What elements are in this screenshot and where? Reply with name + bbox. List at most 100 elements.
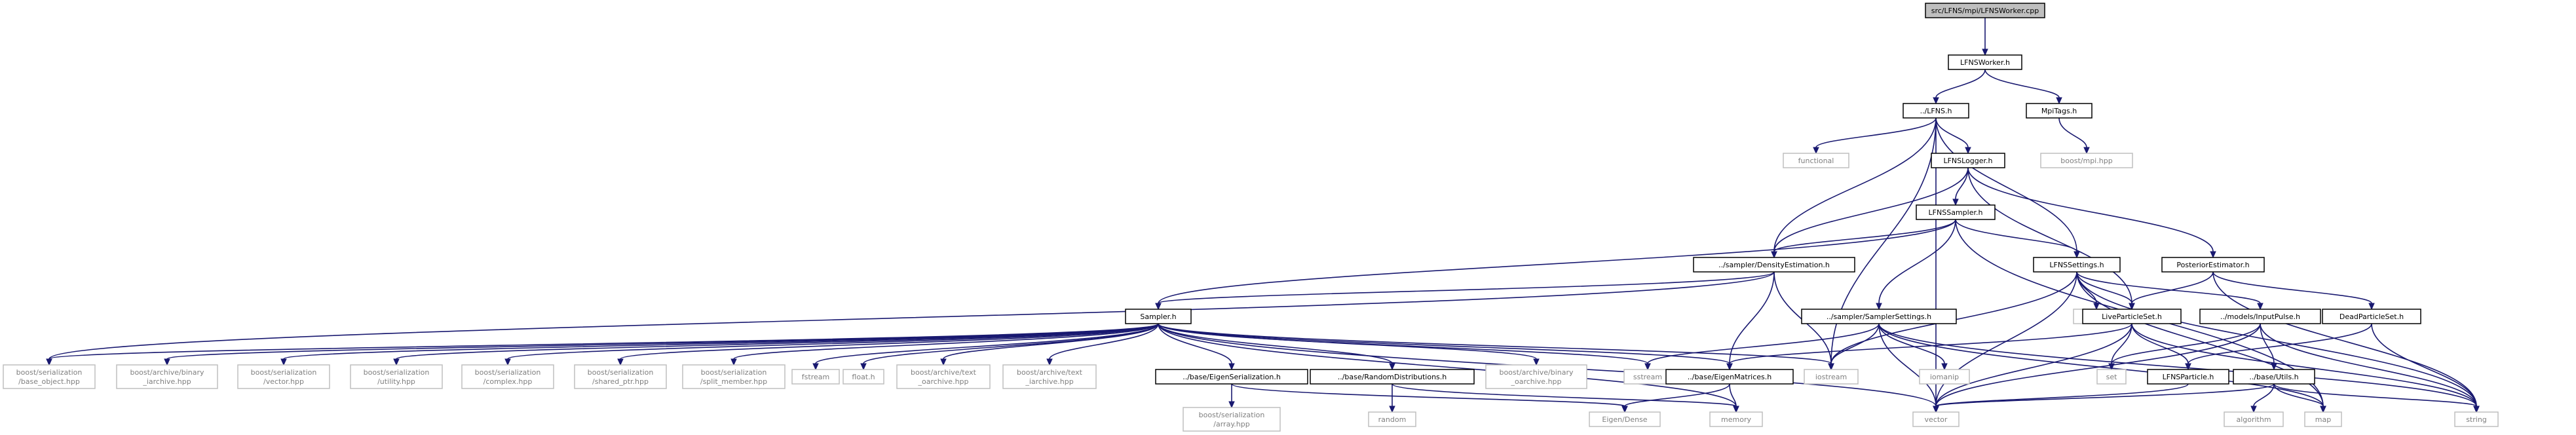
node-label: /vector.hpp xyxy=(263,377,304,386)
node-worker-h[interactable]: LFNSWorker.h xyxy=(1948,54,2022,70)
node-b-utility: boost/serialization/utility.hpp xyxy=(350,364,443,389)
edge-logger_h-to-posterior_h xyxy=(1967,167,2216,259)
edge-utils_h-to-vector xyxy=(1933,383,2275,413)
edge-mpitags_h-to-boost_mpi xyxy=(2058,117,2090,155)
node-label: boost/serialization xyxy=(701,368,767,377)
node-sampler-h[interactable]: Sampler.h xyxy=(1125,309,1192,324)
node-utils-h[interactable]: ../base/Utils.h xyxy=(2233,369,2315,385)
edge-inputpulse_h-to-string xyxy=(2260,323,2480,413)
node-eigenser-h[interactable]: ../base/EigenSerialization.h xyxy=(1155,369,1308,385)
node-box xyxy=(574,364,667,389)
edge-settings_h-to-cmath xyxy=(2076,271,2100,311)
edge-sampler_h-to-b_text_iarchive xyxy=(1046,323,1159,366)
node-lfns-h[interactable]: ../LFNS.h xyxy=(1903,103,1969,119)
edge-posterior_h-to-string xyxy=(2212,271,2480,413)
node-box xyxy=(1125,309,1192,324)
edge-density_h-to-sampler_h xyxy=(1155,271,1775,311)
node-box xyxy=(791,369,840,385)
node-label: ../sampler/DensityEstimation.h xyxy=(1718,261,1830,269)
edge-lfns_h-to-density_h xyxy=(1771,117,1937,259)
node-memory: memory xyxy=(1709,411,1763,427)
node-label: set xyxy=(2106,373,2117,381)
node-box xyxy=(1589,411,1661,427)
node-label: DeadParticleSet.h xyxy=(2339,312,2404,321)
node-inputpulse-h[interactable]: ../models/InputPulse.h xyxy=(2199,309,2321,324)
node-logger-h[interactable]: LFNSLogger.h xyxy=(1931,153,2005,168)
edge-liveset_h-to-eigenmat_h xyxy=(1726,323,2132,371)
node-fstream: fstream xyxy=(791,369,840,385)
node-label: Eigen/Dense xyxy=(1602,415,1647,424)
node-randdist-h[interactable]: ../base/RandomDistributions.h xyxy=(1310,369,1475,385)
edge-samplersettings_h-to-map xyxy=(1878,323,2326,413)
edge-sampler_h-to-eigenmat_h xyxy=(1158,323,1733,371)
node-box xyxy=(1002,364,1097,389)
node-label: LFNSSampler.h xyxy=(1929,208,1983,217)
node-label: string xyxy=(2466,415,2487,424)
node-box xyxy=(461,364,554,389)
node-posterior-h[interactable]: PosteriorEstimator.h xyxy=(2161,257,2265,273)
node-label: _oarchive.hpp xyxy=(1510,377,1561,386)
edge-sampler_h-to-b_complex xyxy=(504,323,1159,366)
edge-lsampler_h-to-samplersettings_h xyxy=(1876,219,1956,311)
node-particle-h[interactable]: LFNSParticle.h xyxy=(2147,369,2229,385)
node-label: functional xyxy=(1798,157,1834,165)
node-liveset-h[interactable]: LiveParticleSet.h xyxy=(2082,309,2182,324)
node-label: iomanip xyxy=(1930,373,1959,381)
node-b-array: boost/serialization/array.hpp xyxy=(1183,407,1281,432)
node-label: boost/archive/text xyxy=(911,368,977,377)
node-root[interactable]: src/LFNS/mpi/LFNSWorker.cpp xyxy=(1925,3,2045,18)
node-box xyxy=(1183,407,1281,432)
nodes-layer: src/LFNS/mpi/LFNSWorker.cppLFNSWorker.h.… xyxy=(3,3,2499,432)
edge-lsampler_h-to-settings_h xyxy=(1955,219,2080,259)
node-box xyxy=(1912,411,1960,427)
node-box xyxy=(1903,103,1969,119)
node-box xyxy=(2199,309,2321,324)
node-lsampler-h[interactable]: LFNSSampler.h xyxy=(1916,204,1996,220)
edge-sampler_h-to-randdist_h xyxy=(1158,323,1395,371)
node-iostream: iostream xyxy=(1804,369,1859,385)
node-string: string xyxy=(2454,411,2499,427)
node-b-text-oarchive: boost/archive/text_oarchive.hpp xyxy=(896,364,991,389)
node-b-vector: boost/serialization/vector.hpp xyxy=(237,364,330,389)
node-label: ../base/Utils.h xyxy=(2249,373,2298,381)
node-label: boost/serialization xyxy=(364,368,430,377)
node-label: /utility.hpp xyxy=(377,377,415,386)
node-label: map xyxy=(2315,415,2331,424)
node-box xyxy=(1783,153,1849,168)
node-box xyxy=(2026,103,2093,119)
node-label: LiveParticleSet.h xyxy=(2102,312,2162,321)
edge-sampler_h-to-b_utility xyxy=(393,323,1159,366)
node-eigen-dense: Eigen/Dense xyxy=(1589,411,1661,427)
node-box xyxy=(350,364,443,389)
node-b-text-iarchive: boost/archive/text_iarchive.hpp xyxy=(1002,364,1097,389)
node-box xyxy=(2040,153,2133,168)
edge-posterior_h-to-deadset_h xyxy=(2212,271,2375,311)
node-samplersettings-h[interactable]: ../sampler/SamplerSettings.h xyxy=(1801,309,1957,324)
node-box xyxy=(2096,369,2127,385)
node-float-h: float.h xyxy=(843,369,884,385)
node-density-h[interactable]: ../sampler/DensityEstimation.h xyxy=(1693,257,1855,273)
edge-worker_h-to-lfns_h xyxy=(1933,69,1986,105)
node-label: ../models/InputPulse.h xyxy=(2220,312,2300,321)
node-label: sstream xyxy=(1633,373,1662,381)
edge-eigenmat_h-to-eigen_dense xyxy=(1621,383,1730,413)
edge-inputpulse_h-to-utils_h xyxy=(2260,323,2277,371)
node-eigenmat-h[interactable]: ../base/EigenMatrices.h xyxy=(1665,369,1794,385)
node-b-base-object: boost/serialization/base_object.hpp xyxy=(3,364,96,389)
edge-randdist_h-to-random xyxy=(1389,384,1395,413)
node-deadset-h[interactable]: DeadParticleSet.h xyxy=(2322,309,2421,324)
node-box xyxy=(896,364,991,389)
node-box xyxy=(1665,369,1794,385)
node-box xyxy=(1804,369,1859,385)
node-label: iostream xyxy=(1815,373,1847,381)
node-label: _iarchive.hpp xyxy=(1025,377,1073,386)
node-settings-h[interactable]: LFNSSettings.h xyxy=(2033,257,2121,273)
node-label: fstream xyxy=(802,373,829,381)
node-set: set xyxy=(2096,369,2127,385)
edge-utils_h-to-map xyxy=(2273,383,2326,413)
node-random: random xyxy=(1368,411,1416,427)
node-label: ../base/EigenMatrices.h xyxy=(1688,373,1772,381)
edge-sampler_h-to-b_vector xyxy=(280,323,1159,366)
node-mpitags-h[interactable]: MpiTags.h xyxy=(2026,103,2093,119)
